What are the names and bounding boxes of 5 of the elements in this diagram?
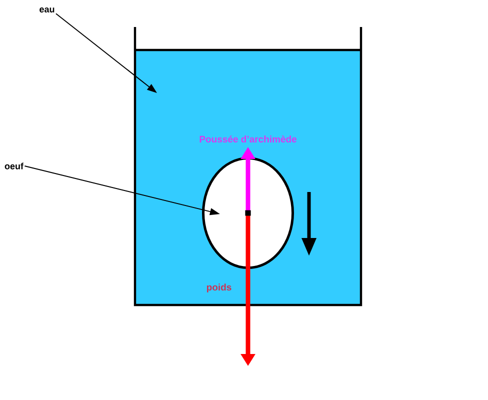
label-text: eau	[40, 8, 54, 12]
egg-shape	[202, 157, 294, 269]
force-label: Poussée d’archimède	[200, 135, 296, 143]
label-text: oeuf	[4, 162, 24, 170]
force-label: poids	[206, 284, 232, 292]
